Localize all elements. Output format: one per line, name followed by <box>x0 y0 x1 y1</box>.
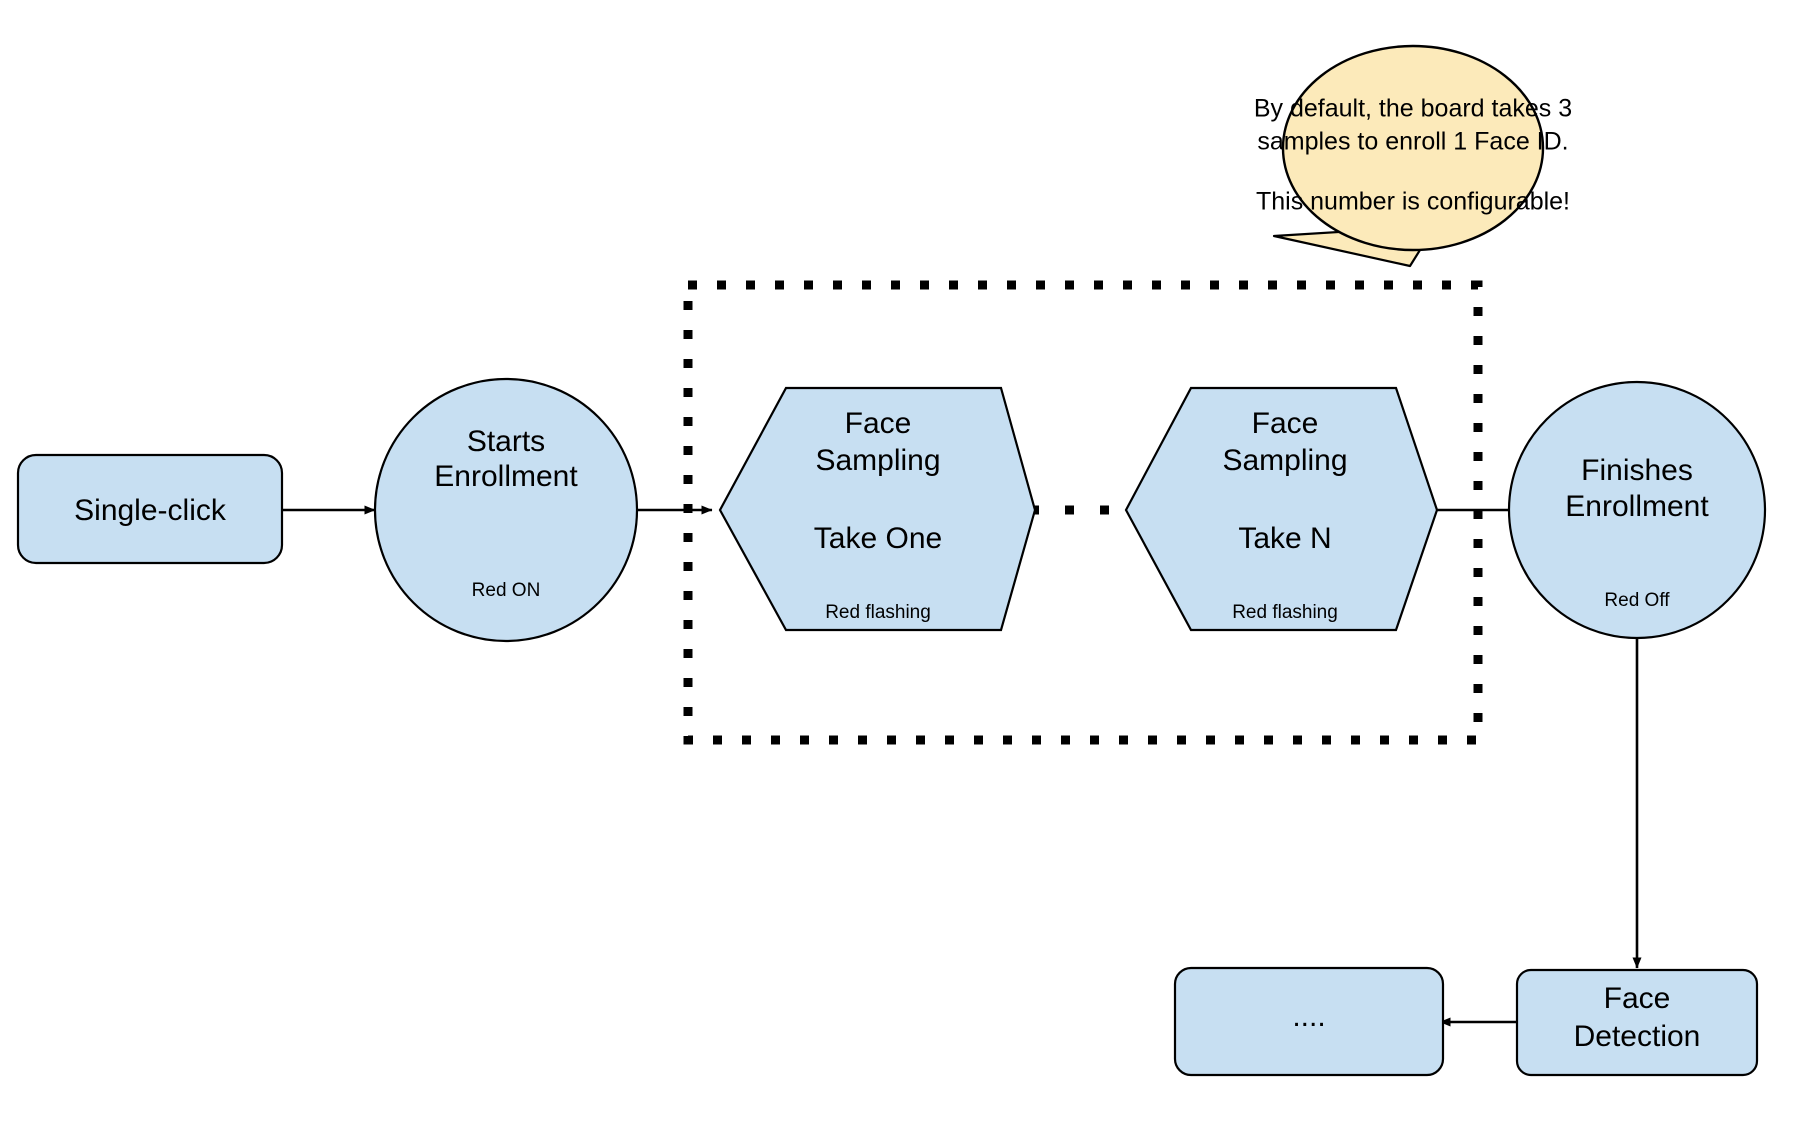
face-detection-label-line2: Detection <box>1574 1020 1701 1053</box>
face-sampling-one-take: Take One <box>814 522 942 555</box>
callout-text-line1: By default, the board takes 3 <box>1254 95 1572 123</box>
ellipsis-next-box[interactable] <box>1173 966 1445 1077</box>
face-sampling-one-hexagon[interactable] <box>718 386 1037 632</box>
node-face-sampling-one[interactable]: Face Sampling Take One Red flashing <box>718 386 1037 632</box>
single-click-box[interactable] <box>16 453 284 565</box>
starts-enrollment-circle[interactable] <box>373 377 639 643</box>
node-face-detection[interactable]: Face Detection <box>1515 968 1759 1077</box>
starts-enrollment-label-line1: Starts <box>467 425 545 458</box>
face-sampling-one-status: Red flashing <box>825 602 931 623</box>
finishes-enrollment-label-line1: Finishes <box>1581 454 1693 487</box>
node-single-click[interactable]: Single-click <box>16 453 284 565</box>
callout-bubble <box>1281 44 1545 252</box>
ellipsis-next-label: .... <box>1292 1000 1325 1033</box>
face-sampling-one-label-line1: Face <box>845 407 912 440</box>
finishes-enrollment-circle[interactable] <box>1507 380 1767 640</box>
face-sampling-n-hexagon[interactable] <box>1124 386 1439 632</box>
node-finishes-enrollment[interactable]: Finishes Enrollment Red Off <box>1507 380 1767 640</box>
node-face-sampling-n[interactable]: Face Sampling Take N Red flashing <box>1124 386 1439 632</box>
face-detection-box[interactable] <box>1515 968 1759 1077</box>
finishes-enrollment-label-line2: Enrollment <box>1565 490 1709 523</box>
face-sampling-n-take: Take N <box>1238 522 1331 555</box>
node-starts-enrollment[interactable]: Starts Enrollment Red ON <box>373 377 639 643</box>
face-sampling-n-label-line1: Face <box>1252 407 1319 440</box>
face-detection-label-line1: Face <box>1604 982 1671 1015</box>
sampling-group-dotted-box <box>683 280 1483 745</box>
callout-text-line3: This number is configurable! <box>1256 188 1570 216</box>
starts-enrollment-status: Red ON <box>472 580 541 601</box>
single-click-label: Single-click <box>74 494 227 527</box>
callout-text-line2: samples to enroll 1 Face ID. <box>1257 128 1568 156</box>
node-ellipsis-next[interactable]: .... <box>1173 966 1445 1077</box>
face-sampling-n-label-line2: Sampling <box>1222 444 1347 477</box>
finishes-enrollment-status: Red Off <box>1604 590 1670 611</box>
face-sampling-one-label-line2: Sampling <box>815 444 940 477</box>
starts-enrollment-label-line2: Enrollment <box>434 460 578 493</box>
callout-balloon: By default, the board takes 3 samples to… <box>1254 44 1572 268</box>
face-sampling-n-status: Red flashing <box>1232 602 1338 623</box>
